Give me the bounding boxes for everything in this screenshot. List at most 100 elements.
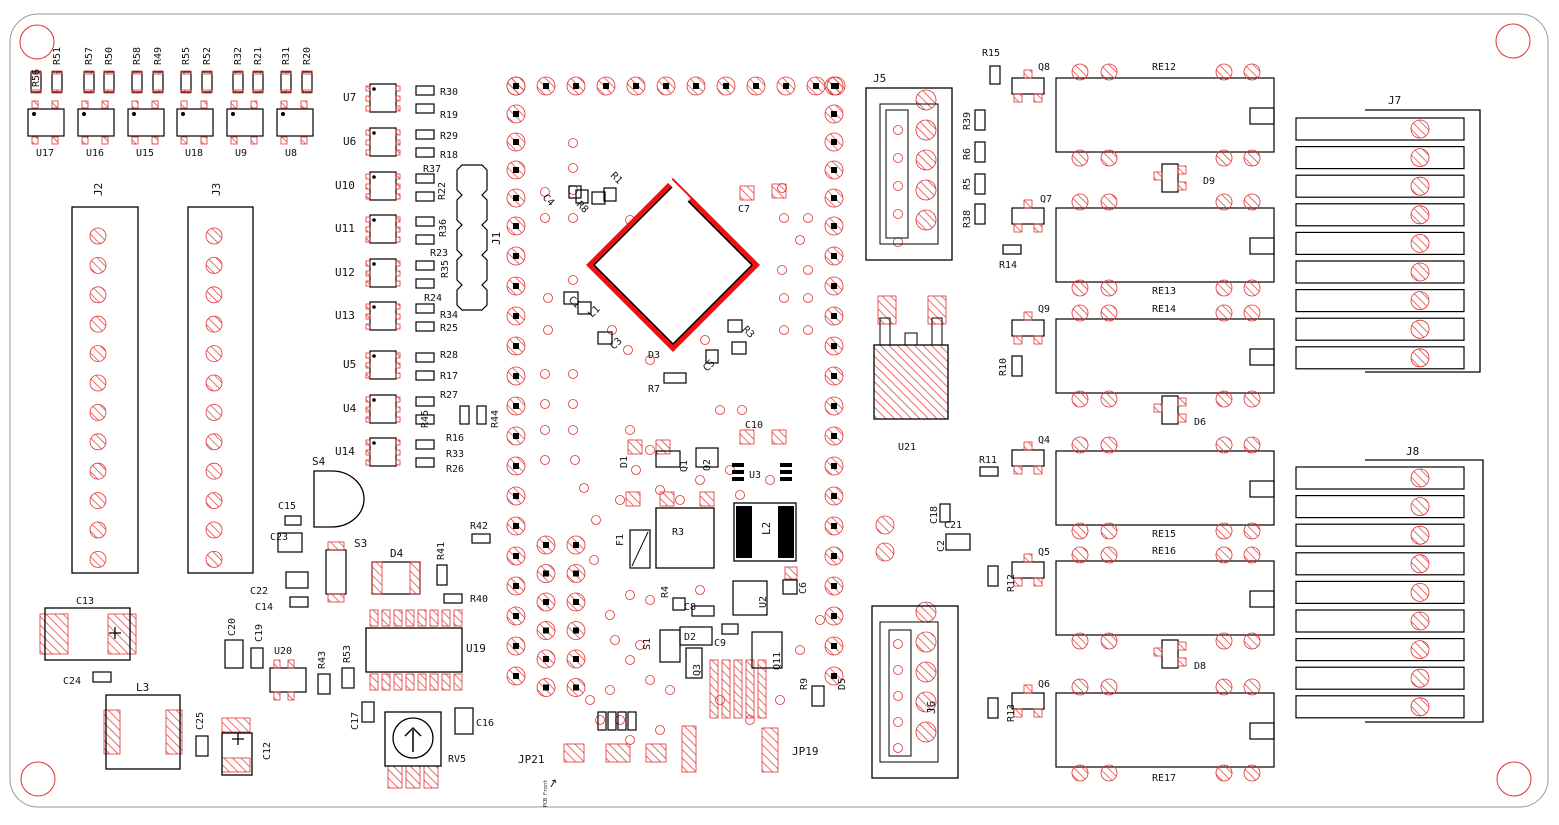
hole-dot (543, 656, 549, 662)
label-q6: Q6 (1038, 679, 1050, 690)
resistor-r53 (341, 667, 355, 689)
hole-dot (573, 570, 579, 577)
capacitor-c3 (597, 331, 613, 345)
terminal-slot (1295, 495, 1465, 519)
terminal-j7 (1365, 109, 1481, 373)
hole-dot (513, 673, 519, 679)
solder-pad (301, 89, 313, 94)
solder-pad (365, 449, 371, 456)
plated-hole (1071, 632, 1089, 650)
plated-hole (1071, 522, 1089, 540)
label-jp19: JP19 (792, 745, 819, 758)
solder-pad (429, 673, 439, 691)
terminal-slot (1295, 346, 1465, 370)
resistor-r45 (459, 405, 470, 425)
label-re15: RE15 (1152, 529, 1176, 540)
resistor-r24 (415, 278, 435, 289)
plated-hole (1410, 468, 1430, 488)
solder-pad (395, 260, 401, 267)
solder-pad (771, 183, 787, 199)
label-c6: C6 (798, 582, 809, 594)
diode-d1 (655, 450, 681, 468)
via (645, 675, 655, 685)
solder-pad (180, 89, 192, 94)
plated-hole (1243, 764, 1261, 782)
plated-hole (1100, 149, 1118, 167)
solder-pad (441, 609, 451, 627)
header-j1 (456, 164, 488, 311)
label-re12: RE12 (1152, 62, 1176, 73)
plated-hole (1071, 546, 1089, 564)
via (610, 635, 620, 645)
plated-hole (1215, 632, 1233, 650)
optocoupler-u18 (176, 108, 214, 137)
plated-hole (875, 542, 895, 562)
solder-pad (393, 609, 403, 627)
connector-j3 (187, 206, 254, 574)
via (675, 495, 685, 505)
hole-dot (831, 195, 837, 201)
terminal-slot (1295, 466, 1465, 490)
resistor-r30 (415, 85, 435, 96)
resistor-r35 (415, 260, 435, 271)
plated-hole (1215, 546, 1233, 564)
via (585, 695, 595, 705)
hole-dot (513, 433, 519, 439)
mcu-u1-body (592, 184, 754, 346)
resistor-r17 (415, 370, 435, 381)
solder-pad (107, 613, 137, 655)
capacitor-c21 (945, 533, 971, 551)
label-r30: R30 (440, 87, 458, 98)
solder-pad (395, 459, 401, 466)
hole-dot (573, 599, 579, 605)
solder-pad (327, 541, 345, 551)
label-r34: R34 (440, 310, 458, 321)
plated-hole (1410, 640, 1430, 659)
resistor-r5 (974, 173, 986, 195)
plated-hole (205, 345, 223, 363)
plated-hole (89, 315, 107, 333)
solder-pad (453, 673, 463, 691)
optocoupler-u16 (77, 108, 115, 137)
connector-j2 (71, 206, 139, 574)
solder-pad (180, 136, 188, 145)
resistor-r34 (415, 303, 435, 314)
solder-pad (287, 691, 295, 701)
solder-pad (1023, 69, 1033, 79)
plated-hole (205, 492, 223, 510)
jumper-pin (607, 711, 617, 731)
hole-dot (513, 463, 519, 469)
solder-pad (395, 105, 401, 112)
solder-pad (395, 352, 401, 359)
solder-pad (365, 459, 371, 466)
via (695, 475, 705, 485)
resistor-r41 (436, 564, 448, 586)
via (893, 691, 903, 701)
plated-hole (1243, 63, 1261, 81)
resistor-r16 (415, 414, 435, 425)
resistor-r19 (415, 103, 435, 114)
plated-hole (1410, 611, 1430, 631)
via (893, 743, 903, 753)
via (779, 293, 789, 303)
label-u11: U11 (335, 222, 355, 235)
label-r32: R32 (233, 47, 244, 65)
solder-pad (369, 673, 379, 691)
hole-dot (513, 343, 519, 349)
label-r6: R6 (962, 148, 973, 160)
solder-pad (784, 566, 798, 580)
label-r56: R56 (31, 69, 42, 87)
solder-pad (1153, 403, 1163, 413)
plated-hole (1410, 497, 1430, 517)
solder-pad (395, 183, 401, 190)
solder-pad (131, 70, 143, 75)
hole-dot (831, 523, 837, 529)
jumper-pin (617, 711, 627, 731)
plated-hole (1410, 291, 1430, 311)
label-c17: C17 (350, 712, 361, 730)
solder-pad (180, 100, 188, 109)
hole-dot (831, 111, 837, 117)
plated-hole (1100, 764, 1118, 782)
solder-pad (771, 429, 787, 445)
resistor-r15 (989, 65, 1001, 85)
